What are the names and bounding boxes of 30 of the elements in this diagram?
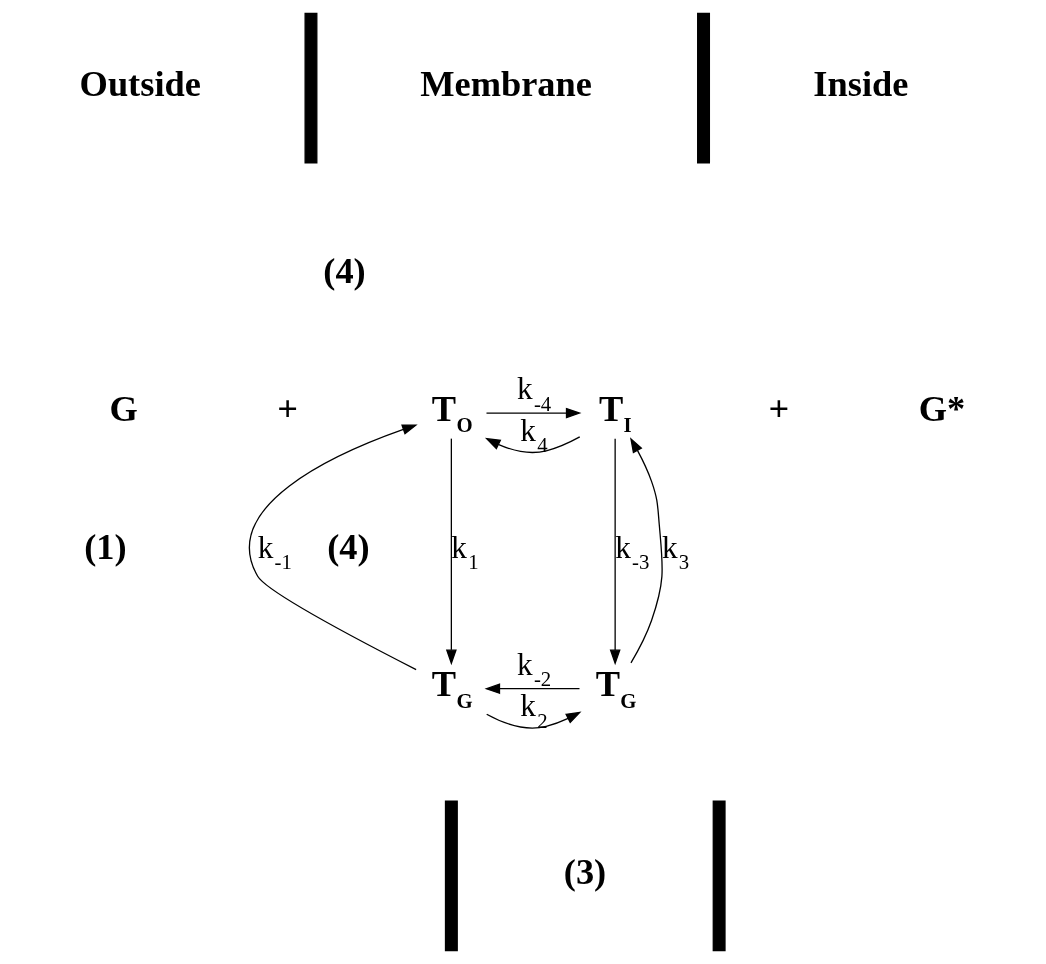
label: +	[276, 388, 298, 429]
edge-label: k$_{-4}$	[516, 371, 551, 415]
edge-label: k$_{3}$	[661, 529, 689, 574]
node-text: T$_{G}$	[595, 664, 637, 712]
edge-label: k$_{-3}$	[614, 529, 649, 574]
edge-label: k$_{4}$	[519, 412, 548, 457]
edge-label: k$_{-2}$	[516, 646, 551, 691]
label: Outside	[79, 63, 201, 104]
node-text: T$_{I}$	[598, 388, 632, 437]
arrow	[485, 711, 581, 729]
label: (1)	[83, 526, 127, 567]
label: (4)	[326, 526, 370, 567]
arrow	[248, 424, 418, 671]
arrow	[485, 407, 581, 419]
label: G*	[918, 388, 965, 429]
node-text: T$_{O}$	[431, 388, 473, 437]
label: (3)	[563, 851, 606, 892]
label: (4)	[322, 250, 366, 291]
arrow	[445, 438, 457, 666]
arrow	[484, 683, 580, 695]
label: +	[768, 388, 789, 429]
edge-label: k$_{-1}$	[257, 529, 292, 574]
arrow	[629, 437, 663, 664]
label: G	[109, 388, 138, 429]
node-text: T$_{G}$	[431, 664, 473, 712]
arrow	[609, 438, 621, 666]
edge-label: k$_{1}$	[450, 529, 479, 574]
arrow	[484, 436, 580, 454]
label: Membrane	[419, 63, 592, 104]
label: Inside	[812, 63, 908, 104]
